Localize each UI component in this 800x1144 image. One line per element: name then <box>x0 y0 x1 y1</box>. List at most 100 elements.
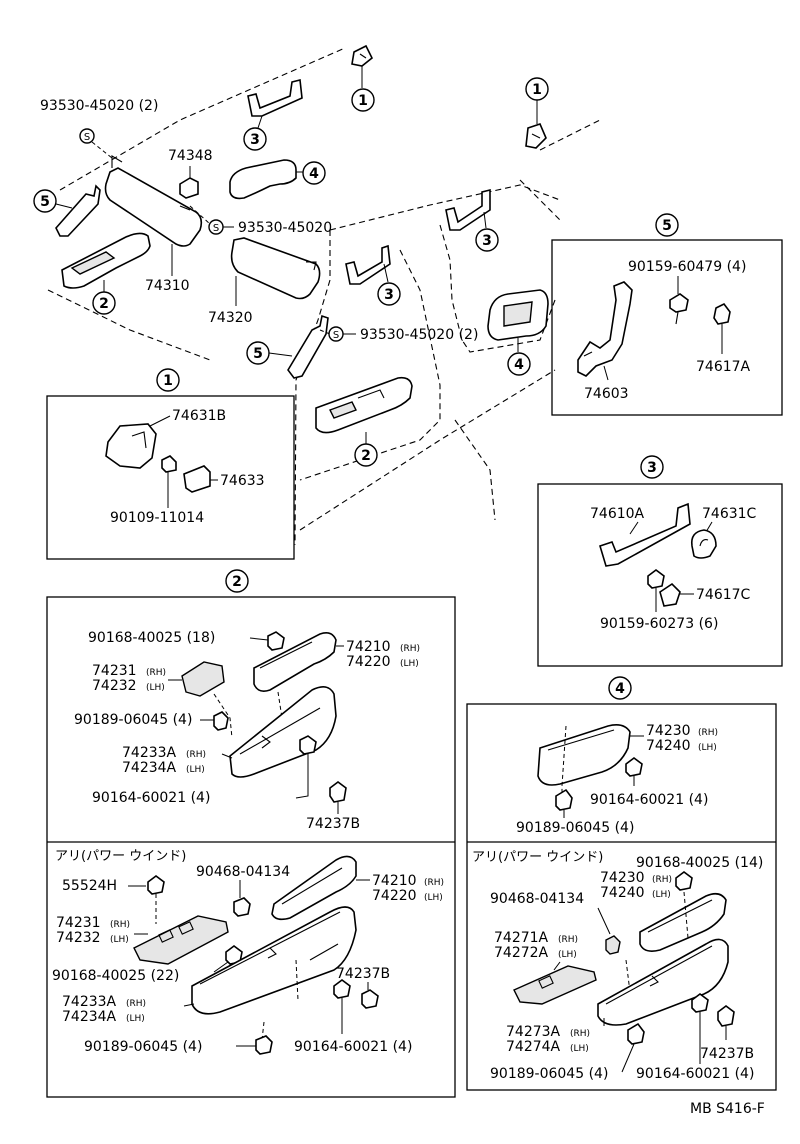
label-74272a-lh: 74272A <box>494 945 549 961</box>
clip-part-90468-box2 <box>233 897 251 917</box>
suffix-rh: (RH) <box>698 728 718 738</box>
svg-text:4: 4 <box>514 357 524 373</box>
bracket-part-middle <box>345 244 391 285</box>
armrest-cover-part-74210-pw <box>271 855 370 921</box>
label-74230-rh-pw: 74230 <box>600 870 645 886</box>
lead-90468-box4 <box>597 907 611 935</box>
callout-2-box-header: 2 <box>225 569 249 593</box>
label-74631c: 74631C <box>702 506 757 522</box>
label-74231-rh-pw: 74231 <box>56 915 101 931</box>
suffix-rh: (RH) <box>652 875 672 885</box>
callout-5-left: 5 <box>33 189 57 213</box>
label-93530-45020-2-top: 93530-45020 (2) <box>40 98 158 114</box>
label-93530-45020-2-lower: 93530-45020 (2) <box>360 327 478 343</box>
svg-text:2: 2 <box>232 574 242 590</box>
label-90189-06045-4-box4: 90189-06045 (4) <box>516 820 634 836</box>
clip-part-74237b-box4 <box>717 1005 735 1040</box>
bracket-part-right <box>445 188 491 231</box>
label-74271a-rh: 74271A <box>494 930 549 946</box>
label-74240-lh: 74240 <box>646 738 691 754</box>
label-90159-60273-6: 90159-60273 (6) <box>600 616 718 632</box>
suffix-rh: (RH) <box>558 935 578 945</box>
label-74603: 74603 <box>584 386 629 402</box>
callout-4-box-header: 4 <box>608 676 632 700</box>
label-74320: 74320 <box>208 310 253 326</box>
power-window-note-left: アリ(パワー ウインド) <box>55 849 186 864</box>
svg-text:S: S <box>213 223 219 234</box>
armrest-base-part-74233a <box>221 686 337 778</box>
suffix-rh: (RH) <box>110 920 130 930</box>
suffix-rh: (RH) <box>424 878 444 888</box>
label-74310: 74310 <box>145 278 190 294</box>
suffix-lh: (LH) <box>186 765 205 775</box>
suffix-rh: (RH) <box>186 750 206 760</box>
armrest-base-part-74233a-pw <box>183 906 357 1015</box>
label-74232-lh-pw: 74232 <box>56 930 101 946</box>
screw-part-90159-60479 <box>669 293 689 325</box>
label-74232-lh: 74232 <box>92 678 137 694</box>
retainer-clip-part-top <box>351 44 374 88</box>
label-74210-rh-pw: 74210 <box>372 873 417 889</box>
svg-text:4: 4 <box>309 166 319 182</box>
callout-2-top-left: 2 <box>92 291 116 315</box>
label-74234a-lh-pw: 74234A <box>62 1009 117 1025</box>
drawing-code: MB S416-F <box>690 1101 765 1117</box>
hook-part-74631c <box>690 529 717 559</box>
label-74231-rh: 74231 <box>92 663 137 679</box>
label-90189-06045-4-pw: 90189-06045 (4) <box>84 1039 202 1055</box>
svg-text:4: 4 <box>615 681 625 697</box>
suffix-lh: (LH) <box>146 683 165 693</box>
label-74220-lh: 74220 <box>346 654 391 670</box>
armrest-part-door <box>315 376 413 444</box>
callout-2-middle: 2 <box>354 443 378 467</box>
svg-text:1: 1 <box>163 373 173 389</box>
screw-part-90168-box4 <box>675 871 693 891</box>
label-90189-06045-4: 90189-06045 (4) <box>74 712 192 728</box>
label-55524h: 55524H <box>62 878 117 894</box>
label-74230-rh: 74230 <box>646 723 691 739</box>
callout-3-box-header: 3 <box>640 455 664 479</box>
label-74237b: 74237B <box>306 816 360 832</box>
detail-box-3 <box>537 483 783 667</box>
dash-switch-panel-box4 <box>625 959 635 1005</box>
callout-3-upper: 3 <box>243 127 267 151</box>
suffix-lh: (LH) <box>424 893 443 903</box>
callout-5-box-header: 5 <box>655 213 679 237</box>
lead-74610a <box>629 521 639 535</box>
screw-symbol-top-left: S <box>79 128 95 144</box>
detail-box-4 <box>466 703 777 1091</box>
label-90164-60021-4-box4: 90164-60021 (4) <box>590 792 708 808</box>
label-90168-40025-22: 90168-40025 (22) <box>52 968 179 984</box>
sun-visor-part-rh <box>104 155 203 276</box>
suffix-rh: (RH) <box>146 668 166 678</box>
label-74240-lh-pw: 74240 <box>600 885 645 901</box>
armrest-cover-part-74230-pw <box>639 892 727 952</box>
svg-text:S: S <box>333 330 339 341</box>
svg-text:5: 5 <box>253 346 263 362</box>
dash-screw-left <box>91 141 113 159</box>
clip-part-55524h <box>147 875 165 895</box>
door-handle-part-rear <box>487 289 549 352</box>
label-93530-45020-middle: 93530-45020 <box>238 220 332 236</box>
clip-part-74237b-pw <box>361 989 379 1009</box>
svg-text:2: 2 <box>361 448 371 464</box>
suffix-rh: (RH) <box>570 1029 590 1039</box>
suffix-lh: (LH) <box>110 935 129 945</box>
callout-1-top: 1 <box>351 88 375 112</box>
label-74210-rh: 74210 <box>346 639 391 655</box>
switch-bezel-part-74231 <box>181 661 225 697</box>
suffix-lh: (LH) <box>570 1044 589 1054</box>
clip-part-74617c <box>659 582 694 607</box>
label-90468-04134-box2: 90468-04134 <box>196 864 290 880</box>
suffix-rh: (RH) <box>126 999 146 1009</box>
svg-text:S: S <box>84 132 90 143</box>
label-90109-11014: 90109-11014 <box>110 510 204 526</box>
armrest-part-74230 <box>537 724 644 786</box>
label-90189-06045-4-box4-pw: 90189-06045 (4) <box>490 1066 608 1082</box>
clip-cover-part-74631b <box>105 423 157 469</box>
dash-screw-90168-box4 <box>683 891 689 939</box>
label-74273a-rh: 74273A <box>506 1024 561 1040</box>
suffix-lh: (LH) <box>698 743 717 753</box>
screw-symbol-middle: S <box>208 219 224 235</box>
svg-text:5: 5 <box>40 194 50 210</box>
